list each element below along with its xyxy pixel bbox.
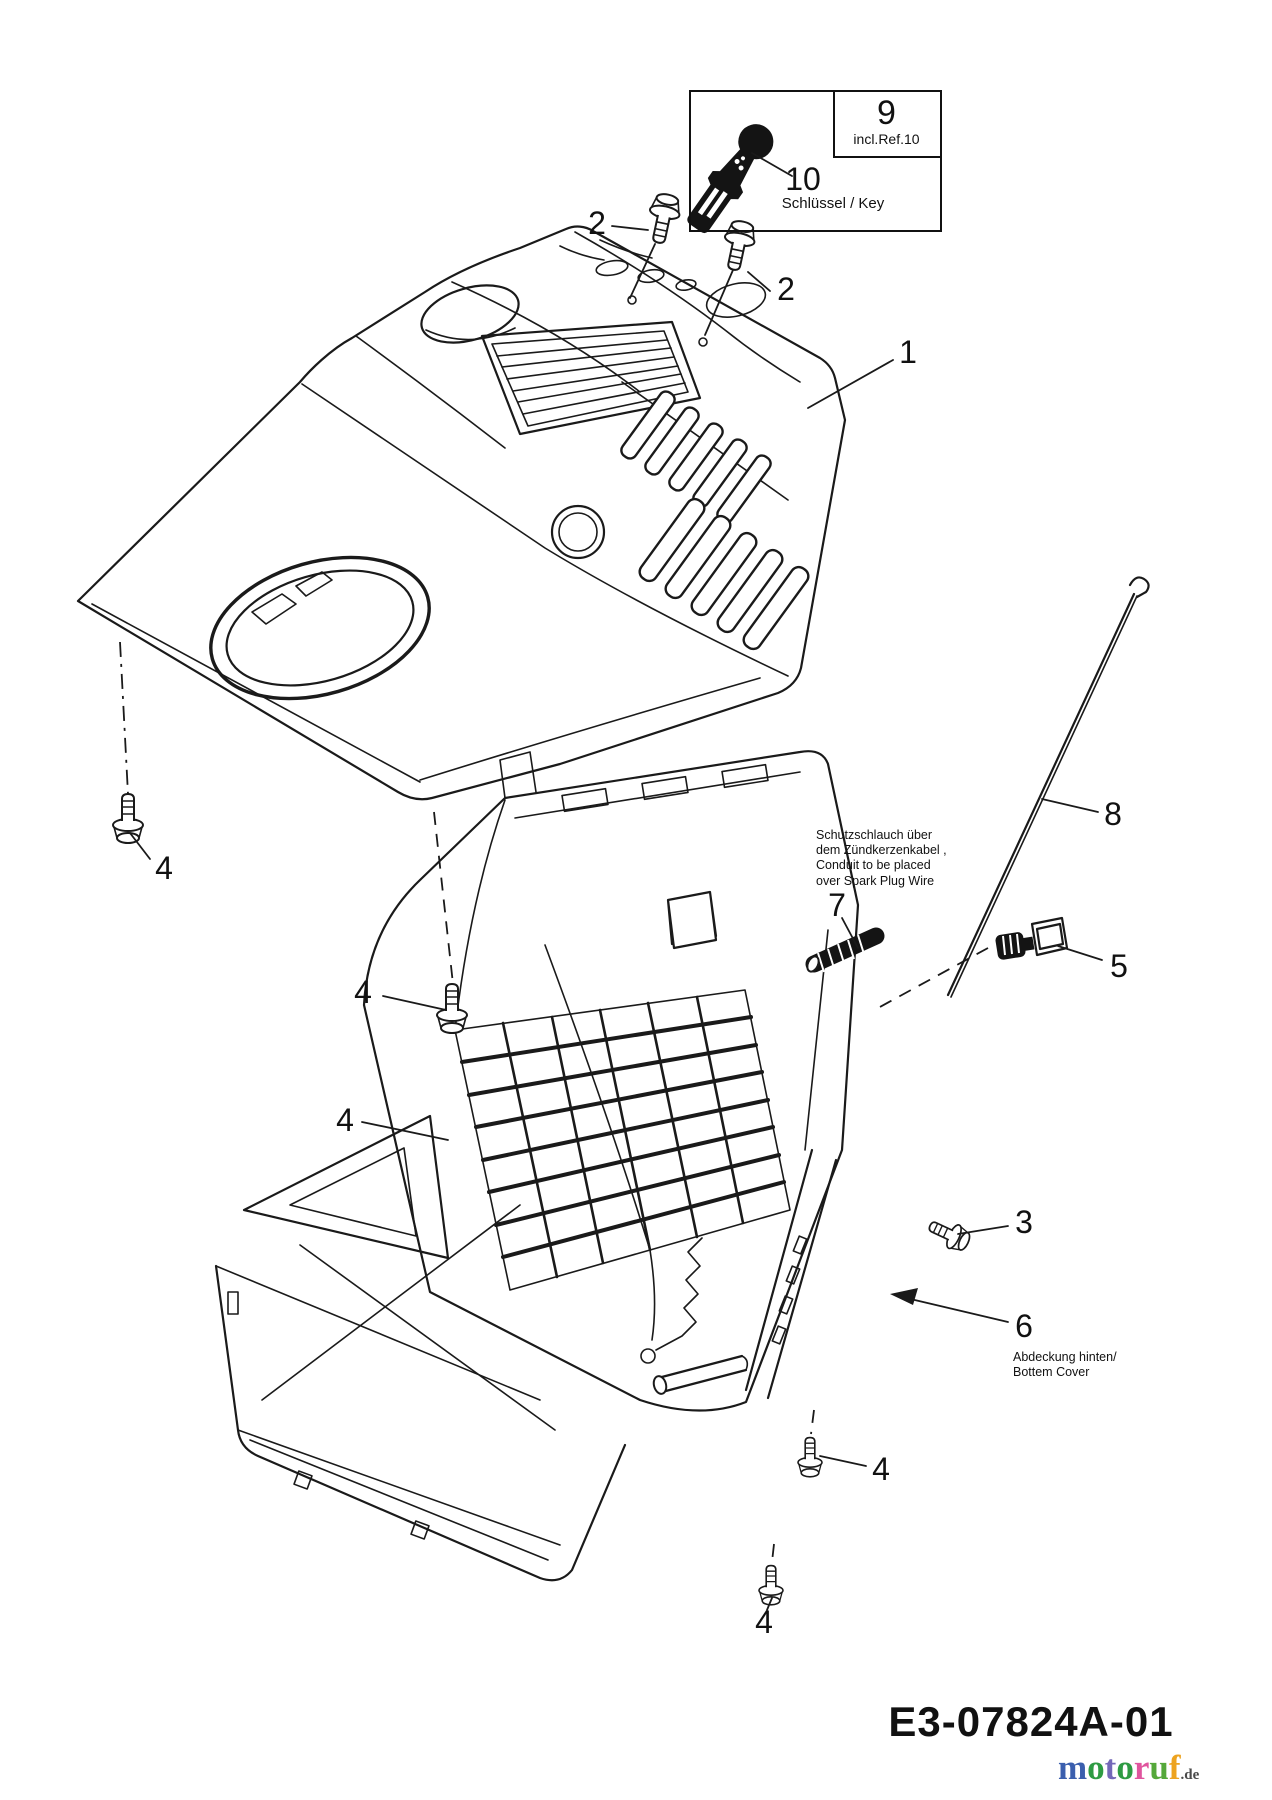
callout-4: 4 <box>354 974 372 1010</box>
inset-ref-note: incl.Ref.10 <box>853 131 920 147</box>
motoruf-watermark: motoruf.de <box>1058 1750 1199 1785</box>
callout-2: 2 <box>588 205 606 241</box>
starter-opening <box>209 555 431 701</box>
scoop <box>214 1204 627 1582</box>
spring <box>640 1237 703 1364</box>
note-line: Bottem Cover <box>1013 1365 1090 1380</box>
callout-10: 10 <box>785 161 821 197</box>
callout-7: 7 <box>828 887 846 923</box>
watermark-suffix: .de <box>1180 1767 1200 1783</box>
watermark-letter: o <box>1087 1748 1105 1787</box>
callout-6: 6 <box>1015 1308 1033 1344</box>
callout-4: 4 <box>872 1451 890 1487</box>
inset-ref-number: 9 <box>877 94 896 132</box>
callout-8: 8 <box>1104 796 1122 832</box>
inset-box <box>689 90 942 232</box>
note-line: Conduit to be placed <box>816 858 931 873</box>
watermark-letter: f <box>1168 1748 1181 1787</box>
key-label: Schlüssel / Key <box>781 195 885 212</box>
watermark-letter: o <box>1116 1748 1134 1787</box>
conduit-part <box>805 927 885 973</box>
inset-ref-box <box>833 90 942 158</box>
leader-lines <box>119 152 1103 1611</box>
choke-rod-part <box>946 576 1150 998</box>
note-line: over Spark Plug Wire <box>816 873 935 888</box>
vent-panel-hatched <box>480 320 702 436</box>
watermark-letter: r <box>1133 1748 1150 1787</box>
ignition-key-part <box>687 124 774 234</box>
arrowhead <box>890 1288 918 1305</box>
bolt-icon <box>642 190 685 247</box>
note-line: dem Zündkerzenkabel , <box>816 843 947 858</box>
left-bracket <box>242 1114 450 1260</box>
bolt-icon <box>797 1436 823 1478</box>
drawing-number: E3-07824A-01 <box>888 1698 1174 1745</box>
inner-cable <box>544 944 656 1341</box>
engine-cover-part <box>76 225 847 801</box>
callout-1: 1 <box>899 334 917 370</box>
bottom-cover-note: Abdeckung hinten/Bottem Cover <box>1013 1350 1117 1380</box>
grate <box>454 989 791 1291</box>
spark-plug-connector-part <box>995 916 1069 960</box>
bolt-icon <box>923 1213 975 1256</box>
callout-4: 4 <box>155 850 173 886</box>
vent-slats <box>620 390 810 651</box>
callout-5: 5 <box>1110 948 1128 984</box>
note-line: Abdeckung hinten/ <box>1013 1350 1117 1364</box>
bottom-cover-part <box>214 750 860 1582</box>
callout-4: 4 <box>755 1604 773 1640</box>
callout-3: 3 <box>1015 1204 1033 1240</box>
watermark-letter: m <box>1058 1748 1088 1787</box>
callout-2: 2 <box>777 271 795 307</box>
watermark-letter: t <box>1104 1748 1117 1787</box>
watermark-letter: u <box>1149 1748 1169 1787</box>
bolt-icon <box>112 793 144 844</box>
note-line: Schutzschlauch über <box>816 828 933 842</box>
axle-rod <box>652 1354 749 1395</box>
rear-cover-bracket <box>744 1148 838 1400</box>
callout-4: 4 <box>336 1102 354 1138</box>
